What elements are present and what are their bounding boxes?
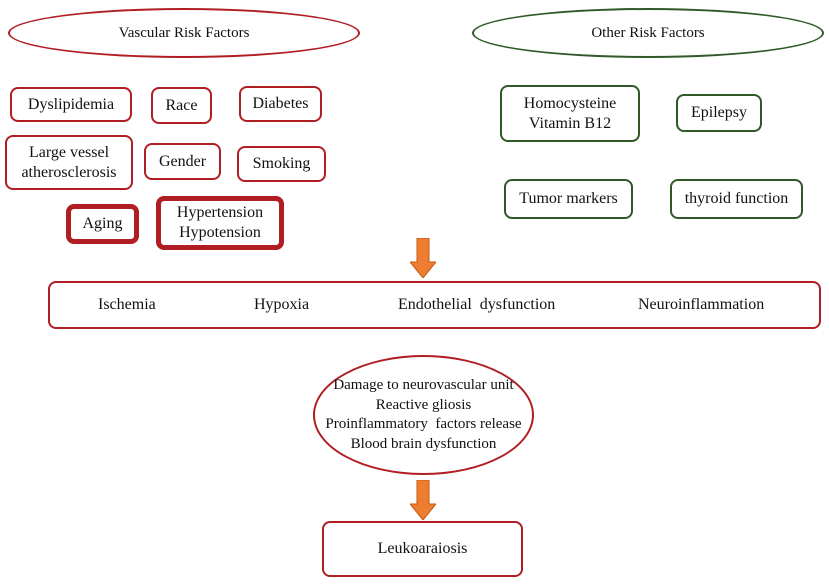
vascular-risk-factors-ellipse: Vascular Risk Factors xyxy=(8,8,360,58)
large-vessel-atherosclerosis-box: Large vessel atherosclerosis xyxy=(5,135,133,190)
smoking-label: Smoking xyxy=(252,155,311,173)
large-vessel-label: Large vessel xyxy=(28,143,110,161)
other-risk-factors-title: Other Risk Factors xyxy=(591,24,705,41)
smoking-box: Smoking xyxy=(237,146,326,182)
homocysteine-label: Homocysteine xyxy=(523,94,617,112)
vitamin-b12-label: Vitamin B12 xyxy=(528,114,612,132)
tumor-markers-label: Tumor markers xyxy=(519,190,618,208)
mechanism-neuroinflammation: Neuroinflammation xyxy=(638,296,765,313)
thyroid-function-label: thyroid function xyxy=(684,190,789,208)
thyroid-function-box: thyroid function xyxy=(670,179,803,219)
gender-box: Gender xyxy=(144,143,221,180)
hypotension-label: Hypotension xyxy=(179,224,261,241)
hypertension-label: Hypertension xyxy=(176,204,264,222)
dyslipidemia-box: Dyslipidemia xyxy=(10,87,132,122)
mechanism-endothelial-dysfunction: Endothelial dysfunction xyxy=(398,296,556,313)
epilepsy-box: Epilepsy xyxy=(676,94,762,132)
tumor-markers-box: Tumor markers xyxy=(504,179,633,219)
mechanisms-box xyxy=(48,281,821,329)
damage-ellipse: Damage to neurovascular unit Reactive gl… xyxy=(313,355,534,475)
mechanism-ischemia: Ischemia xyxy=(98,296,156,313)
diabetes-box: Diabetes xyxy=(239,86,322,122)
leukoaraiosis-label: Leukoaraiosis xyxy=(377,540,468,558)
down-arrow-icon xyxy=(410,480,436,520)
homocysteine-vitamin-b12-box: Homocysteine Vitamin B12 xyxy=(500,85,640,142)
diabetes-label: Diabetes xyxy=(252,95,309,113)
damage-line-2: Reactive gliosis xyxy=(375,396,472,413)
gender-label: Gender xyxy=(158,152,207,170)
down-arrow-icon xyxy=(410,238,436,278)
damage-line-1: Damage to neurovascular unit xyxy=(333,377,514,393)
epilepsy-label: Epilepsy xyxy=(691,104,747,122)
mechanism-hypoxia: Hypoxia xyxy=(254,296,310,313)
vascular-risk-factors-title: Vascular Risk Factors xyxy=(118,24,250,41)
race-box: Race xyxy=(151,87,212,124)
atherosclerosis-label: atherosclerosis xyxy=(21,163,117,181)
aging-box: Aging xyxy=(66,204,139,244)
dyslipidemia-label: Dyslipidemia xyxy=(27,95,115,113)
leukoaraiosis-box: Leukoaraiosis xyxy=(322,521,523,577)
hypertension-hypotension-box: Hypertension Hypotension xyxy=(156,196,284,250)
other-risk-factors-ellipse: Other Risk Factors xyxy=(472,8,824,58)
race-label: Race xyxy=(165,96,198,114)
damage-line-4: Blood brain dysfunction xyxy=(350,435,497,452)
damage-line-3: Proinflammatory factors release xyxy=(325,416,522,432)
aging-label: Aging xyxy=(82,215,123,233)
